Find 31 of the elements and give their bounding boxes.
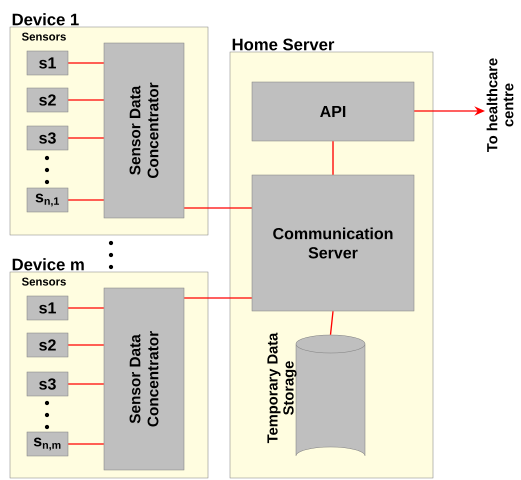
concentrator-box: Sensor Data Concentrator [104, 42, 184, 218]
connector [68, 137, 104, 139]
storage-label: Temporary Data Storage [267, 332, 297, 444]
panel-heading: Home Server [232, 38, 334, 50]
sensor-box: s2 [26, 88, 68, 112]
connector [68, 99, 104, 101]
sensor-box: s2 [26, 332, 68, 358]
connector [68, 383, 104, 385]
panel-heading: Device m [12, 258, 84, 270]
group-heading: Sensors [22, 278, 66, 286]
panel-heading: Device 1 [12, 13, 79, 26]
connector [184, 207, 252, 209]
group-heading: Sensors [22, 32, 66, 41]
connector [184, 297, 252, 299]
server-box: API [252, 82, 414, 142]
connector [68, 344, 104, 346]
connector [68, 443, 104, 445]
server-box: Communication Server [252, 174, 414, 312]
connector [330, 311, 334, 335]
destination-label: To healthcare centre [486, 58, 514, 152]
sensor-box: s1 [26, 50, 68, 76]
sensor-box: s$_{n,1}$ [26, 188, 68, 212]
connector [332, 141, 334, 175]
sensor-box: s3 [26, 126, 68, 150]
concentrator-box: Sensor Data Concentrator [104, 288, 184, 470]
sensor-box: s$_{n,m}$ [26, 432, 68, 456]
sensor-box: s1 [26, 296, 68, 320]
connector [68, 62, 104, 64]
sensor-box: s3 [26, 372, 68, 396]
connector [68, 307, 104, 309]
connector [68, 199, 104, 201]
